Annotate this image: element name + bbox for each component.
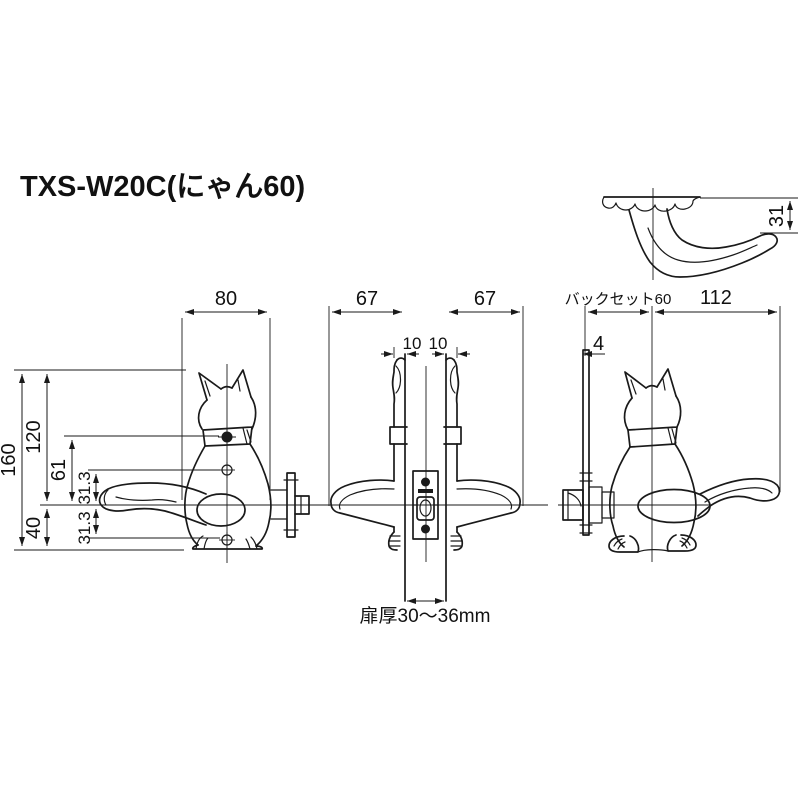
- dim-text-80: 80: [215, 288, 237, 310]
- dim-text-10-left: 10: [403, 334, 422, 353]
- page-title: TXS-W20C(にゃん60): [20, 171, 305, 203]
- section-right-lever: [456, 479, 521, 528]
- dim-text-120: 120: [23, 420, 45, 453]
- dim-faceplate-thickness: 4: [583, 333, 605, 357]
- dim-front-width: 80: [181, 288, 271, 500]
- dim-backset: バックセット60: [565, 291, 672, 315]
- dim-front-upper-screw: 31.3: [75, 469, 220, 505]
- dim-text-67-left: 67: [356, 288, 378, 310]
- dim-text-61: 61: [48, 459, 70, 481]
- dim-rose-thickness: 10 10: [381, 334, 470, 358]
- dim-section-left-projection: 67: [328, 288, 402, 506]
- dim-text-backset: バックセット60: [565, 291, 672, 308]
- dim-text-67-right: 67: [474, 288, 496, 310]
- dim-text-40: 40: [23, 517, 45, 539]
- dim-text-160: 160: [0, 443, 20, 476]
- dim-text-112: 112: [700, 287, 732, 309]
- dim-text-31: 31: [766, 205, 788, 227]
- dim-section-right-projection: 67: [449, 288, 524, 506]
- tail-loop: [196, 493, 246, 527]
- dim-text-31-3-lower: 31.3: [75, 511, 94, 544]
- dim-text-door-thickness: 扉厚30～36mm: [360, 605, 491, 627]
- dim-text-4: 4: [593, 333, 604, 355]
- dim-text-31-3-upper: 31.3: [75, 471, 94, 504]
- dim-top-lever-height: 31: [700, 197, 798, 234]
- dim-front-bell-offset: 61: [48, 435, 219, 501]
- rear-view: バックセット60 112 4: [558, 287, 781, 562]
- rear-lever: [697, 477, 781, 517]
- dim-front-lower-screw: 31.3: [75, 509, 220, 545]
- front-view: 80 160 120 40 61 31.3 31.3: [0, 288, 338, 563]
- dim-front-center-to-bottom: 40: [23, 509, 50, 546]
- dim-text-10-right: 10: [429, 334, 448, 353]
- dim-front-height: 160: [0, 369, 186, 551]
- section-left-lever: [330, 479, 395, 528]
- dim-door-thickness: 扉厚30～36mm: [360, 598, 491, 627]
- lock-case: [412, 470, 439, 540]
- rear-faceplate: [579, 349, 593, 536]
- rear-latch-bolt: [562, 489, 584, 521]
- rear-tail-loop: [637, 488, 711, 524]
- top-view: 31: [602, 188, 798, 280]
- section-view: 67 67 10 10 扉厚30～36mm: [328, 288, 548, 627]
- front-lever: [98, 482, 207, 526]
- dim-front-top-to-center: 120: [23, 374, 50, 501]
- dim-lever-length: 112: [655, 287, 777, 315]
- rear-hub-2: [601, 491, 615, 519]
